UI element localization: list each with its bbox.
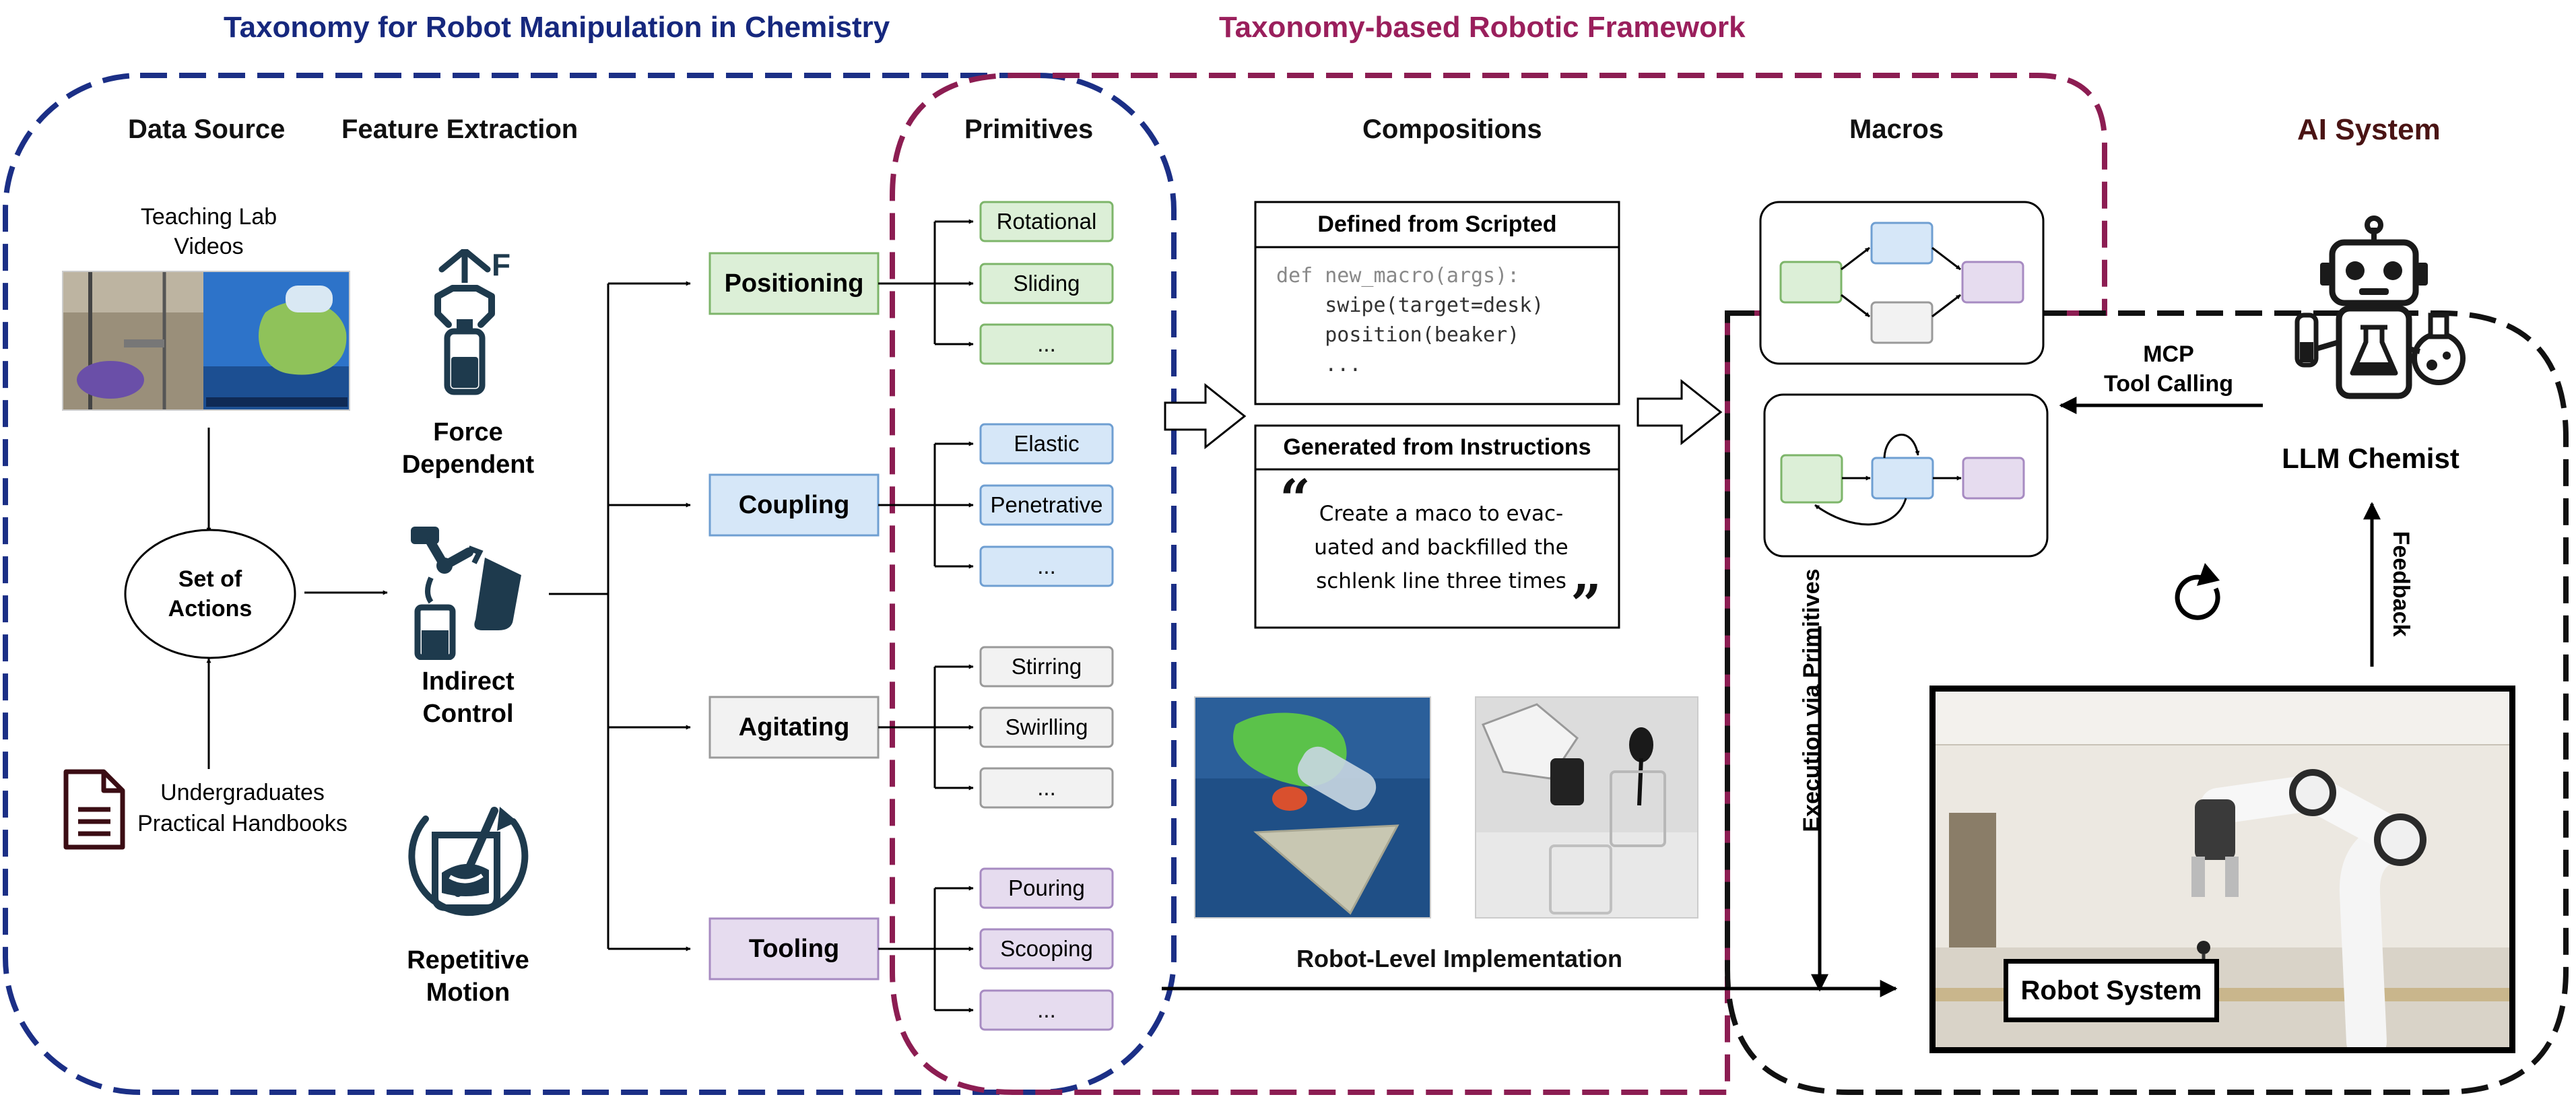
video-frames-picture: [63, 272, 349, 409]
code-line-1: def new_macro(args):: [1276, 264, 1520, 288]
robot-pouring-photo: [1475, 696, 1698, 919]
robot-system-picture: [1936, 692, 2509, 1047]
robot-pouring-picture: [1476, 698, 1697, 917]
scripted-title: Defined from Scripted: [1317, 211, 1557, 237]
code-line-4: ...: [1276, 353, 1362, 376]
primitive-agitating-more: ...: [1037, 775, 1056, 800]
pouring-demo-photo: [1194, 696, 1431, 919]
macro2-edges: [1814, 434, 1962, 526]
mcp-label-line1: MCP: [2143, 341, 2194, 367]
primitive-pouring: Pouring: [1008, 875, 1085, 900]
primitive-rotational: Rotational: [996, 209, 1097, 234]
stirring-beaker-icon: [399, 792, 533, 927]
block-arrow-primitives-to-compositions: [1164, 382, 1247, 450]
macro1-edges: [1841, 246, 1961, 318]
set-of-actions-line1: Set of: [178, 566, 242, 592]
category-box-positioning: [708, 252, 880, 315]
feature-repetitive-line1: Repetitive: [407, 945, 529, 974]
framework-region: [890, 73, 2107, 1095]
robot-level-label: Robot-Level Implementation: [1296, 945, 1623, 972]
framework-title: Taxonomy-based Robotic Framework: [1219, 11, 1746, 44]
pouring-arm-icon: [404, 525, 532, 661]
llm-chemist-robot-icon: [2280, 214, 2468, 409]
feature-indirect-line1: Indirect: [422, 667, 515, 696]
primitive-swirlling: Swirlling: [1005, 714, 1088, 739]
header-feature-extraction: Feature Extraction: [341, 114, 579, 144]
macro2-node-blue: [1871, 457, 1934, 500]
gripper-icon: [418, 246, 525, 397]
code-line-2: swipe(target=desk): [1276, 294, 1544, 317]
macro2-node-green: [1780, 454, 1843, 504]
document-icon: [62, 768, 127, 851]
set-of-actions-node: [124, 529, 296, 659]
category-box-agitating: [708, 696, 880, 759]
generated-title: Generated from Instructions: [1283, 434, 1591, 460]
code-line-3: position(beaker): [1276, 323, 1520, 347]
header-compositions: Compositions: [1362, 114, 1542, 144]
feature-indirect-line2: Control: [422, 699, 514, 728]
robot-system-label-box: Robot System: [2004, 959, 2219, 1022]
videos-label-line2: Videos: [174, 233, 244, 259]
pouring-demo-picture: [1195, 698, 1430, 917]
teaching-lab-video-thumbnail: [62, 271, 350, 411]
taxonomy-title: Taxonomy for Robot Manipulation in Chemi…: [224, 11, 890, 44]
macro1-node-gray: [1870, 301, 1934, 344]
macro2-node-purple: [1962, 457, 2025, 500]
primitive-stirring: Stirring: [1011, 654, 1082, 679]
primitive-brackets: [878, 219, 974, 1013]
header-ai-system: AI System: [2297, 113, 2441, 146]
header-data-source: Data Source: [128, 114, 286, 144]
primitive-sliding: Sliding: [1013, 271, 1080, 296]
llm-chemist-label: LLM Chemist: [2282, 442, 2459, 474]
taxonomy-region: [3, 73, 1177, 1095]
quote-line-3: schlenk line three times: [1316, 569, 1566, 593]
feedback-label: Feedback: [2388, 531, 2414, 637]
generated-panel: [1254, 424, 1620, 629]
block-arrow-compositions-to-macros: [1637, 378, 1723, 446]
primitive-boxes: [979, 201, 1114, 1031]
feature-repetitive-line2: Motion: [426, 978, 510, 1007]
category-coupling: Coupling: [738, 490, 850, 519]
quote-close-mark: ”: [1571, 572, 1602, 636]
loop-icon: [2175, 563, 2220, 620]
robot-system-photo: [1929, 686, 2515, 1053]
primitive-tooling-more: ...: [1037, 997, 1056, 1022]
force-badge: F: [492, 247, 511, 282]
ai-system-region: [1725, 310, 2569, 1095]
handbooks-label-line1: Undergraduates: [160, 779, 325, 805]
header-macros: Macros: [1849, 114, 1944, 144]
primitive-elastic: Elastic: [1014, 431, 1080, 456]
macro-graph-1: [1759, 201, 2045, 365]
macro1-node-blue: [1870, 222, 1934, 265]
quote-line-2: uated and backfilled the: [1314, 535, 1568, 560]
header-primitives: Primitives: [964, 114, 1094, 144]
primitive-coupling-more: ...: [1037, 554, 1056, 578]
category-positioning: Positioning: [724, 269, 864, 298]
macro1-node-purple: [1961, 261, 2024, 304]
primitive-positioning-more: ...: [1037, 331, 1056, 356]
quote-line-1: Create a maco to evac-: [1319, 502, 1564, 526]
quote-open-mark: “: [1280, 467, 1311, 531]
execution-label: Execution via Primitives: [1798, 568, 1824, 832]
primitive-scooping: Scooping: [1000, 936, 1093, 961]
category-tooling: Tooling: [748, 934, 840, 963]
robot-system-label: Robot System: [2020, 975, 2202, 1005]
handbooks-label-line2: Practical Handbooks: [137, 810, 348, 836]
feature-force-line1: Force: [433, 418, 503, 446]
primitive-penetrative: Penetrative: [990, 492, 1103, 517]
videos-label-line1: Teaching Lab: [140, 203, 277, 230]
category-agitating: Agitating: [738, 712, 850, 741]
feature-force-line2: Dependent: [401, 450, 535, 479]
scripted-panel: [1254, 201, 1620, 405]
macro1-node-green: [1779, 261, 1843, 304]
mcp-label-line2: Tool Calling: [2103, 370, 2233, 397]
set-of-actions-line2: Actions: [168, 595, 253, 622]
